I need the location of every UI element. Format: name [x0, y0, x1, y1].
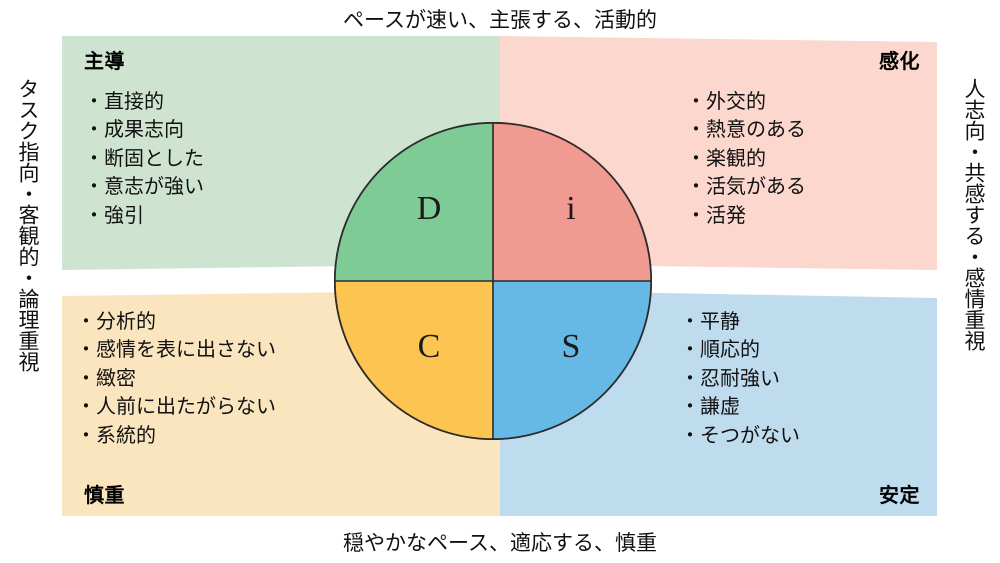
trait-item: 直接的: [84, 88, 204, 116]
corner-label-influence: 感化: [879, 51, 920, 73]
trait-item: 緻密: [76, 365, 276, 393]
axis-label-left: タスク指向・客観的・論理重視: [16, 78, 39, 372]
trait-item: 外交的: [686, 88, 806, 116]
corner-label-steadiness: 安定: [879, 485, 920, 507]
trait-item: 楽観的: [686, 145, 806, 173]
trait-item: 系統的: [76, 422, 276, 450]
axis-label-bottom: 穏やかなペース、適応する、慎重: [343, 532, 657, 555]
trait-item: 人前に出たがらない: [76, 393, 276, 421]
trait-item: 忍耐強い: [680, 365, 800, 393]
circle-outline: [334, 122, 652, 440]
trait-item: 意志が強い: [84, 173, 204, 201]
corner-label-dominance: 主導: [84, 51, 125, 73]
corner-label-conscientiousness: 慎重: [84, 485, 125, 507]
trait-item: 順応的: [680, 336, 800, 364]
trait-list-steadiness: 平静順応的忍耐強い謙虚そつがない: [680, 308, 800, 450]
trait-item: 成果志向: [84, 116, 204, 144]
circle-letter-influence: i: [566, 190, 576, 227]
trait-list-conscientiousness: 分析的感情を表に出さない緻密人前に出たがらない系統的: [76, 308, 276, 450]
trait-item: そつがない: [680, 422, 800, 450]
trait-list-dominance: 直接的成果志向断固とした意志が強い強引: [84, 88, 204, 230]
trait-item: 分析的: [76, 308, 276, 336]
trait-item: 感情を表に出さない: [76, 336, 276, 364]
circle-quadrant-dominance: [334, 122, 493, 281]
trait-item: 断固とした: [84, 145, 204, 173]
axis-label-top: ペースが速い、主張する、活動的: [343, 9, 657, 32]
circle-quadrant-influence: [493, 122, 652, 281]
trait-item: 活発: [686, 202, 806, 230]
circle-quadrant-conscientiousness: [334, 281, 493, 440]
circle-letter-steadiness: S: [561, 328, 581, 365]
trait-item: 活気がある: [686, 173, 806, 201]
trait-list-influence: 外交的熱意のある楽観的活気がある活発: [686, 88, 806, 230]
circle-letter-conscientiousness: C: [417, 328, 441, 365]
trait-item: 熱意のある: [686, 116, 806, 144]
disc-center-circle: [334, 122, 652, 440]
axis-label-right: 人志向・共感する・感情重視: [962, 78, 985, 351]
trait-item: 強引: [84, 202, 204, 230]
circle-quadrant-steadiness: [493, 281, 652, 440]
trait-item: 謙虚: [680, 393, 800, 421]
circle-letter-dominance: D: [416, 190, 442, 227]
trait-item: 平静: [680, 308, 800, 336]
